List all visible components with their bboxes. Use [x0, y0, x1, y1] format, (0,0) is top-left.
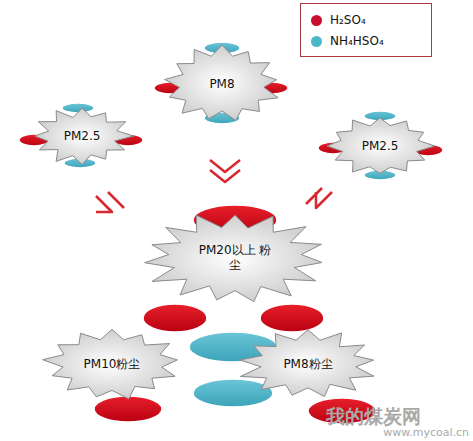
legend-row: NH₄HSO₄: [311, 34, 384, 48]
particle-label: PM8粉尘: [283, 357, 332, 372]
particle-label: PM20以上 粉尘: [195, 243, 275, 273]
particle-star: PM8粉尘: [234, 328, 382, 400]
particle-star: PM20以上 粉尘: [137, 210, 333, 306]
particle-star: PM8: [162, 45, 282, 123]
particle-label: PM10粉尘: [84, 357, 141, 372]
legend-text: H₂SO₄: [330, 13, 366, 27]
legend-text: NH₄HSO₄: [330, 34, 384, 48]
particle-star: PM2.5: [29, 106, 135, 166]
legend-row: H₂SO₄: [311, 13, 366, 27]
legend-box: H₂SO₄ NH₄HSO₄: [300, 3, 432, 57]
watermark: www.mycoal.cn: [383, 426, 469, 439]
particle-star: PM2.5: [325, 116, 435, 176]
particle-label: PM2.5: [362, 139, 399, 154]
particle-label: PM8: [209, 77, 234, 92]
legend-swatch: [311, 15, 322, 26]
particle-star: PM10粉尘: [42, 328, 182, 400]
legend-swatch: [311, 36, 322, 47]
particle-label: PM2.5: [64, 129, 101, 144]
